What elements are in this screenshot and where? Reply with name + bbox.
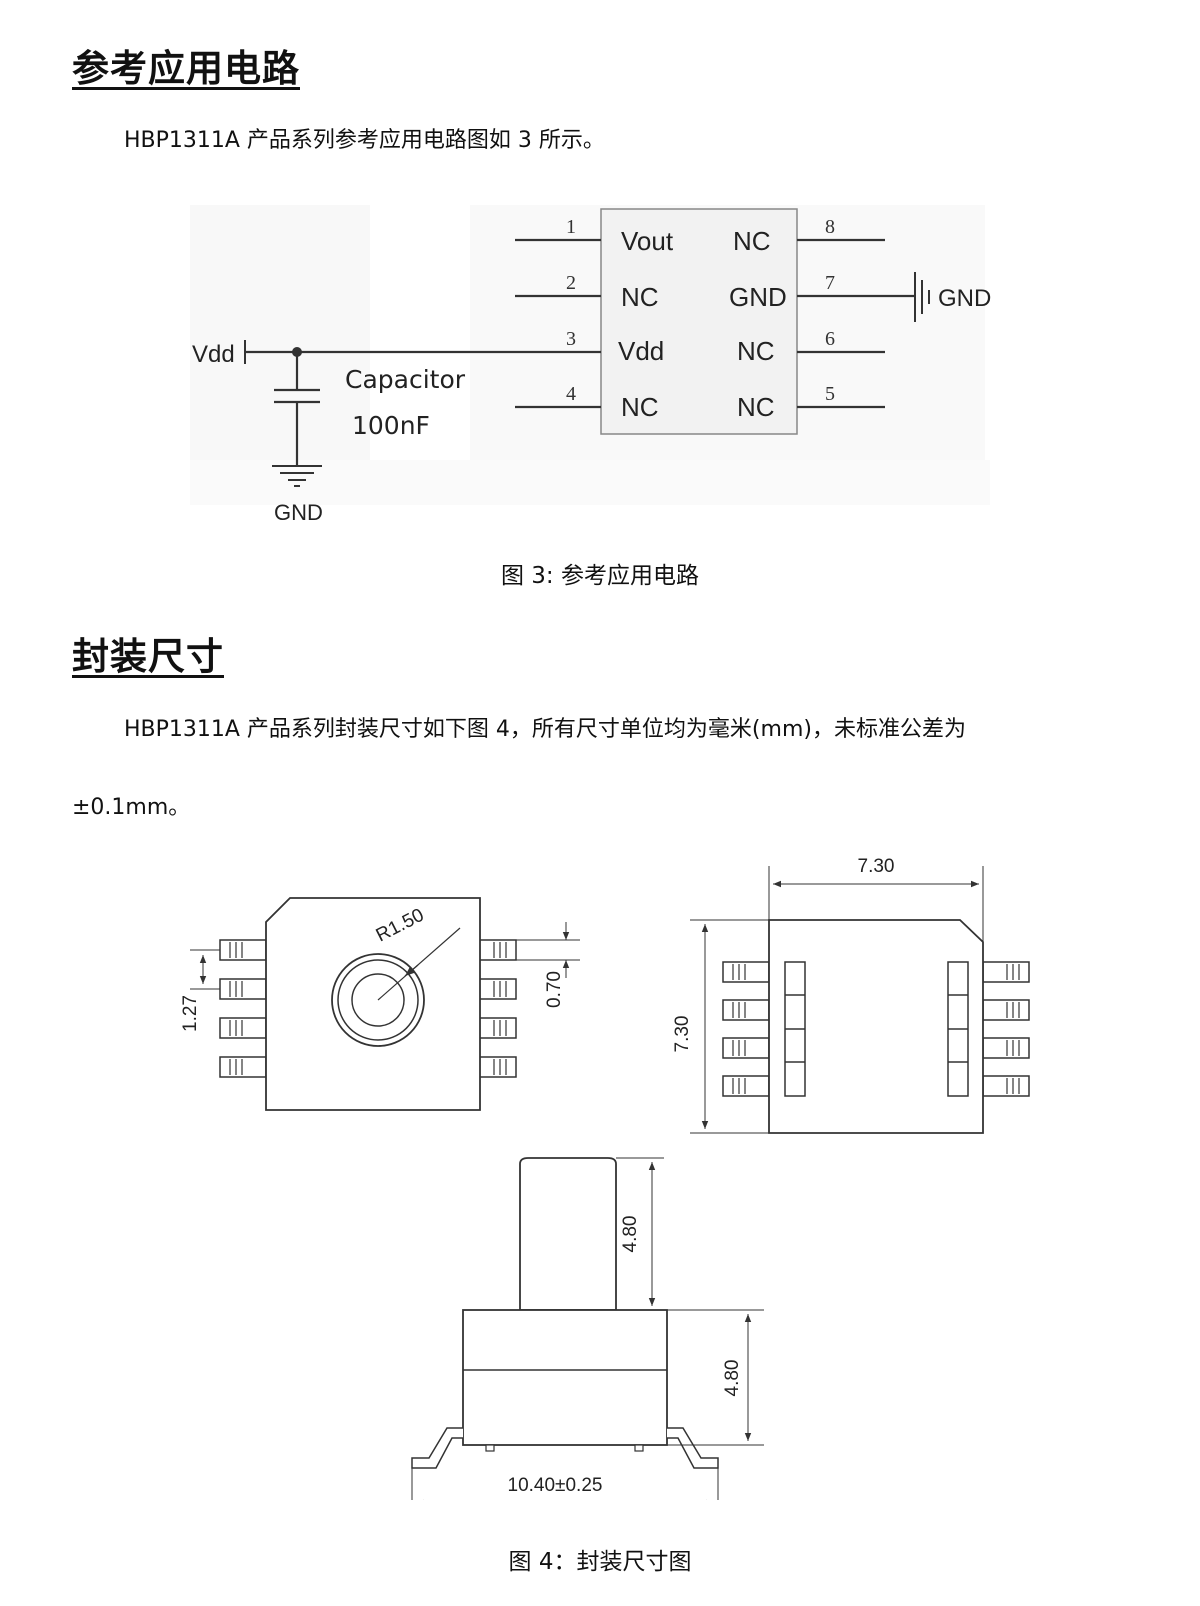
section-title-reference-circuit: 参考应用电路 bbox=[72, 47, 300, 90]
pin-name-2: NC bbox=[621, 282, 659, 312]
pin-name-5: NC bbox=[737, 392, 775, 422]
section-title-package-dimensions: 封装尺寸 bbox=[72, 635, 224, 678]
gnd-label-right: GND bbox=[938, 285, 991, 312]
pin-number-3: 3 bbox=[566, 328, 576, 350]
pin-name-3: Vdd bbox=[618, 336, 664, 366]
ic-body bbox=[600, 208, 798, 435]
pin-name-8: NC bbox=[733, 226, 771, 256]
ground-symbol-left bbox=[272, 465, 322, 487]
pin-number-5: 5 bbox=[825, 383, 835, 405]
capacitor-label: Capacitor bbox=[345, 365, 466, 394]
dim-lead-width: 0.70 bbox=[544, 971, 565, 1008]
side-view: 4.80 4.80 10.40±0.25 bbox=[411, 1157, 764, 1500]
pin-number-8: 8 bbox=[825, 216, 835, 238]
pin-number-7: 7 bbox=[825, 272, 835, 294]
package-paragraph-line2: ±0.1mm。 bbox=[72, 795, 191, 820]
dim-body-width: 7.30 bbox=[858, 856, 895, 877]
pin-name-4: NC bbox=[621, 392, 659, 422]
ground-symbol-right bbox=[914, 272, 930, 322]
pin-number-2: 2 bbox=[566, 272, 576, 294]
dim-body-length: 7.30 bbox=[672, 1016, 693, 1053]
reference-circuit-paragraph: HBP1311A 产品系列参考应用电路图如 3 所示。 bbox=[124, 128, 605, 153]
figure-3-caption: 图 3: 参考应用电路 bbox=[500, 563, 699, 589]
package-dimension-drawing: R1.50 1.27 0.70 bbox=[180, 856, 1030, 1500]
capacitor-value: 100nF bbox=[352, 411, 430, 440]
dim-body-height: 4.80 bbox=[722, 1360, 743, 1397]
dim-pitch: 1.27 bbox=[180, 995, 201, 1032]
vdd-label: Vdd bbox=[192, 341, 235, 368]
figure-4-caption: 图 4：封装尺寸图 bbox=[508, 1549, 692, 1575]
capacitor-symbol bbox=[274, 352, 320, 466]
reference-circuit-diagram: 1 2 3 4 8 7 6 5 Vout NC Vdd NC NC GND NC… bbox=[190, 205, 991, 525]
package-paragraph-line1: HBP1311A 产品系列封装尺寸如下图 4，所有尺寸单位均为毫米(mm)，未标… bbox=[124, 717, 966, 742]
pin-name-1: Vout bbox=[621, 226, 674, 256]
bottom-view: 7.30 7.30 bbox=[672, 856, 1030, 1134]
dim-port-height: 4.80 bbox=[620, 1216, 641, 1253]
dim-overall-length: 10.40±0.25 bbox=[508, 1475, 603, 1496]
pin-name-7: GND bbox=[729, 282, 787, 312]
pin-number-4: 4 bbox=[566, 383, 576, 405]
pin-name-6: NC bbox=[737, 336, 775, 366]
gnd-label-left: GND bbox=[274, 500, 323, 525]
pin-number-6: 6 bbox=[825, 328, 835, 350]
top-view: R1.50 1.27 0.70 bbox=[180, 897, 580, 1111]
pin-number-1: 1 bbox=[566, 216, 576, 238]
